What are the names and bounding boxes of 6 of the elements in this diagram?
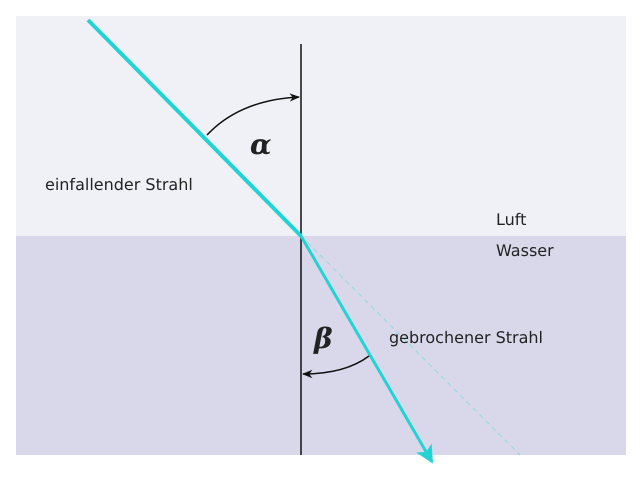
medium-label: Wasser (496, 241, 554, 260)
ray-label: gebrochener Strahl (389, 328, 543, 347)
angle-label: α (250, 128, 272, 161)
medium-label: Luft (496, 210, 526, 229)
angle-label: β (314, 322, 333, 355)
ray-label: einfallender Strahl (45, 175, 193, 194)
